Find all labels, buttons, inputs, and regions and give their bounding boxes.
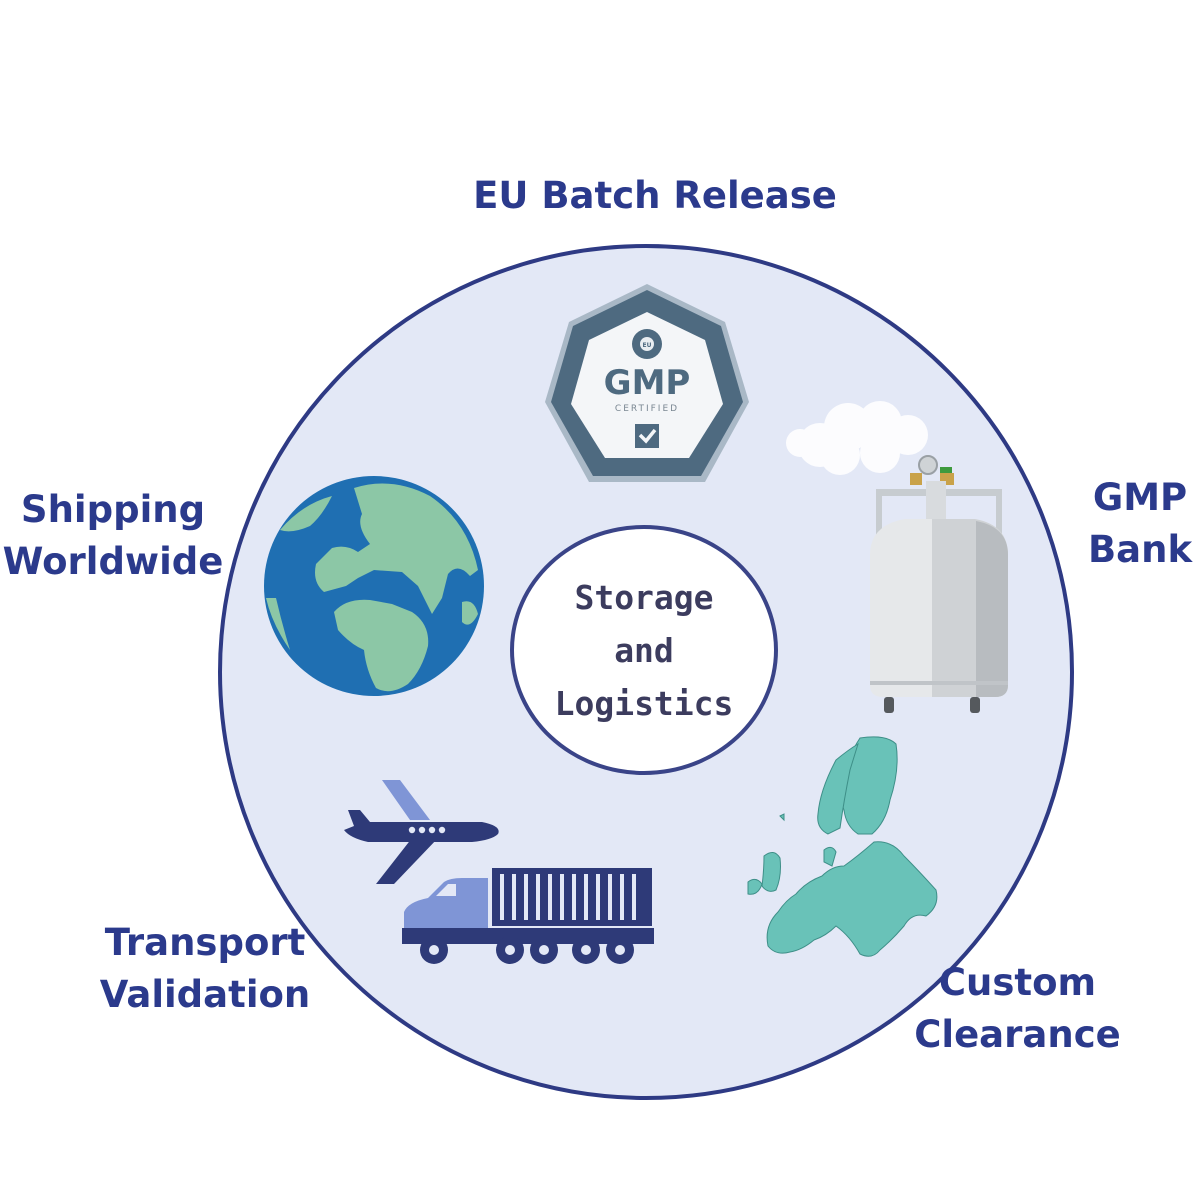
svg-text:GMP: GMP xyxy=(604,363,691,403)
label-eu-batch-release: EU Batch Release xyxy=(473,174,837,217)
label-gmp-bank: GMP Bank xyxy=(1087,476,1193,571)
center-circle: Storage and Logistics xyxy=(510,525,778,775)
globe-icon xyxy=(264,476,484,696)
gmp-certified-badge-icon: EU GMP CERTIFIED xyxy=(545,284,749,482)
svg-text:EU: EU xyxy=(643,342,652,349)
cryogenic-tank-icon xyxy=(786,401,1008,713)
airplane-icon xyxy=(344,780,499,884)
europe-map-icon xyxy=(747,736,938,957)
truck-icon xyxy=(402,868,654,964)
label-custom-clearance: Custom Clearance xyxy=(914,961,1121,1056)
svg-text:CERTIFIED: CERTIFIED xyxy=(615,404,679,414)
label-transport-validation: Transport Validation xyxy=(99,921,311,1016)
label-shipping-worldwide: Shipping Worldwide xyxy=(2,488,224,583)
